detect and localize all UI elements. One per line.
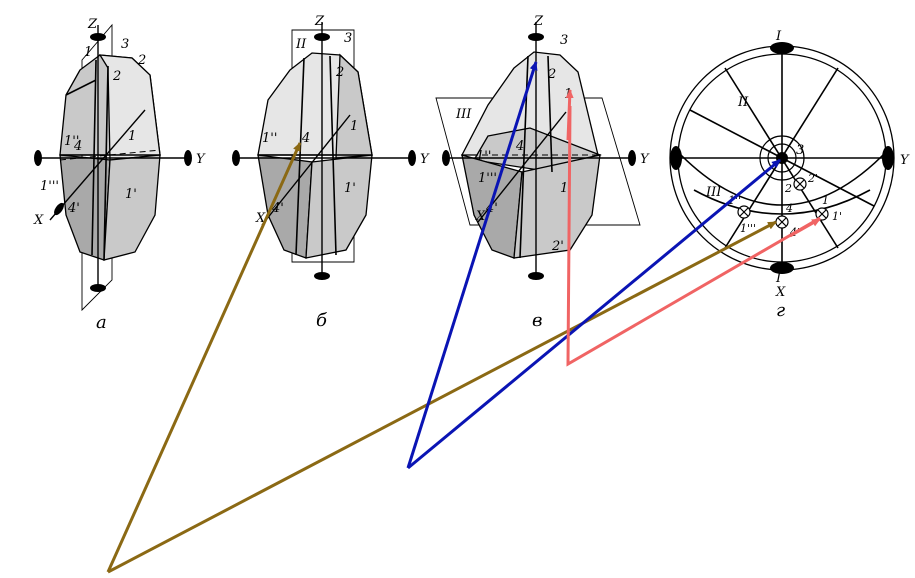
face-label: 3: [560, 33, 568, 48]
panel-caption: г: [776, 300, 785, 321]
plane-label: II: [737, 95, 749, 110]
axis-symbol-left: [232, 150, 240, 166]
axis-label-z: Z: [87, 17, 98, 32]
plane-label: III: [455, 107, 472, 122]
plane-label: III: [705, 185, 722, 200]
crystal-bottom-right-face: [305, 154, 373, 259]
face-label: 1: [84, 45, 92, 60]
axis-symbol-top: [770, 42, 794, 54]
face-label: 1: [350, 119, 358, 134]
axis-symbol-right: [184, 150, 192, 166]
face-label: 2: [137, 53, 146, 68]
axis-label-z: Z: [314, 14, 325, 29]
face-label: 1'': [64, 134, 79, 149]
red-arrow-to-panel-v: [565, 89, 574, 141]
face-label: 4: [73, 139, 82, 154]
x-axis: [49, 109, 146, 221]
panel-caption: в: [532, 310, 542, 331]
red-arrow-to-projection: [789, 217, 821, 238]
axis-label-x: X: [33, 213, 44, 228]
center-ring: [759, 135, 805, 181]
axis-label-z: Z: [533, 14, 544, 29]
axis-label-x: X: [775, 285, 786, 300]
blue-arrow-to-projection: [407, 158, 781, 470]
panel-a: Z Y X 1 2 3 2 1'' 1''' 4 4' 1 1' а: [33, 17, 206, 333]
axis-symbol-top: [90, 33, 106, 41]
face-label: 2: [547, 67, 556, 82]
great-circle-arc: [693, 189, 871, 215]
panel-v: Z Y X 3 2 1 III 1'' 4 1''' 4' 1' 2' в: [435, 14, 650, 331]
correspondence-arrows: [106, 61, 821, 574]
axis-symbol-bottom: [90, 284, 106, 292]
face-label: 4': [67, 201, 80, 216]
pole-label: 1''': [740, 222, 756, 235]
panel-caption: а: [96, 312, 107, 333]
axis-symbol-right: [408, 150, 416, 166]
face-label: 2': [551, 239, 564, 254]
axis-symbol-left: [670, 146, 682, 170]
pole-label: I: [775, 29, 782, 44]
axis-symbol-right: [628, 150, 636, 166]
face-label: 4: [515, 139, 524, 154]
axis-label-y: Y: [900, 153, 910, 168]
pole-label: 4: [785, 202, 793, 215]
face-label: 3: [121, 37, 129, 52]
face-label: 2: [112, 69, 121, 84]
olive-arrow-to-projection: [107, 220, 777, 574]
panel-g: I II 3 III 2 2' 1 1' 1'' 1''' 4 4' I Y X…: [669, 29, 910, 321]
olive-arrow-to-panel-b: [106, 142, 302, 573]
pole-label: 2: [784, 182, 792, 195]
face-label: 1'': [262, 131, 277, 146]
face-label: 1: [128, 129, 136, 144]
crystal-bottom-left-face: [257, 154, 313, 259]
face-label: 3: [344, 31, 352, 46]
face-label: 4: [301, 131, 310, 146]
face-label: 2: [335, 65, 344, 80]
panel-caption: б: [316, 310, 328, 331]
blue-arrow-to-panel-v: [406, 61, 538, 469]
pole-label: 3: [796, 143, 804, 158]
axis-symbol-bottom: [528, 272, 544, 280]
x-axis: [261, 114, 351, 226]
axis-symbol-left: [34, 150, 42, 166]
axis-symbol-top: [314, 33, 330, 41]
plane-label: II: [295, 37, 307, 52]
axis-symbol-right: [882, 146, 894, 170]
crystal-top-face: [460, 51, 599, 156]
face-label: 1': [125, 187, 137, 202]
axis-symbol-top: [528, 33, 544, 41]
axis-label-x: X: [475, 209, 486, 224]
face-label: 1''': [478, 171, 497, 186]
axis-label-y: Y: [196, 152, 206, 167]
pole-label: 2': [807, 172, 818, 185]
face-label: 1'': [476, 149, 491, 164]
pole-label: 1'': [728, 194, 741, 207]
panel-b: Z Y X II 3 2 1'' 4 1 4' 1' б: [232, 14, 430, 331]
crystal-bottom-right-face: [103, 154, 161, 261]
face-label: 4': [271, 201, 284, 216]
axis-label-x: X: [255, 211, 266, 226]
great-circle-arc: [675, 149, 889, 206]
pole-label: 1: [822, 194, 829, 207]
face-label: 1': [344, 181, 356, 196]
axis-label-y: Y: [420, 152, 430, 167]
axis-symbol-left: [442, 150, 450, 166]
face-label: 1''': [40, 179, 59, 194]
red-arrow-path: [566, 105, 821, 367]
axis-symbol-bottom: [770, 262, 794, 274]
face-label: 1': [560, 181, 572, 196]
pole-label: I: [775, 271, 782, 286]
axis-symbol-bottom: [314, 272, 330, 280]
axis-symbol-x: [54, 202, 64, 216]
axis-label-y: Y: [640, 152, 650, 167]
pole-label: 1': [832, 210, 842, 223]
